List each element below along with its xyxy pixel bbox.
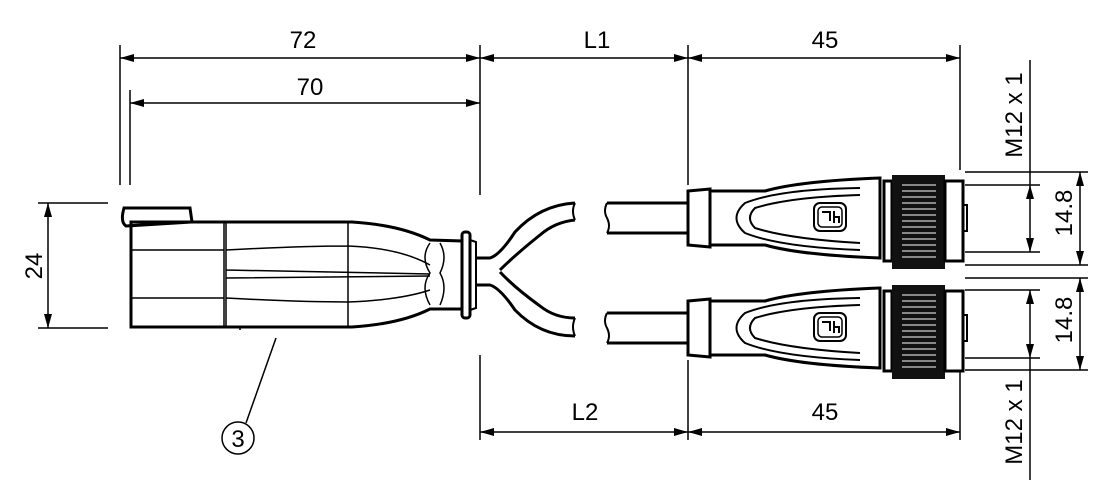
dimension-label: L1 bbox=[584, 27, 611, 54]
dimension-14-8-bottom: 14.8 bbox=[965, 277, 1088, 371]
svg-text:M12 x 1: M12 x 1 bbox=[1001, 72, 1028, 157]
dimension-label: L2 bbox=[572, 399, 599, 426]
dimension-24: 24 bbox=[21, 202, 108, 329]
cable-fork bbox=[476, 201, 576, 338]
dimension-l2: L2 bbox=[480, 399, 688, 436]
dimension-label: 45 bbox=[812, 399, 839, 426]
dimension-45-bottom: 45 bbox=[688, 399, 960, 436]
socket-connector-top bbox=[603, 173, 969, 271]
dimension-72: 72 bbox=[119, 27, 480, 185]
callout-3: 3 bbox=[221, 337, 277, 455]
dimension-l1: L1 bbox=[480, 27, 688, 62]
dimension-label: 72 bbox=[290, 27, 317, 54]
dimension-label: 14.8 bbox=[1051, 190, 1078, 237]
dimension-14-8-top: 14.8 bbox=[965, 171, 1088, 266]
dimension-label: 70 bbox=[297, 74, 324, 101]
svg-text:M12 x 1: M12 x 1 bbox=[1001, 379, 1028, 464]
dimension-45-top: 45 bbox=[688, 27, 960, 62]
thread-label-top: M12 x 1 bbox=[1001, 60, 1031, 185]
socket-connector-bottom bbox=[603, 283, 969, 381]
plug-connector bbox=[120, 206, 477, 330]
dimension-label: 45 bbox=[812, 27, 839, 54]
dimension-label: 14.8 bbox=[1051, 297, 1078, 344]
dimension-70: 70 bbox=[129, 74, 480, 185]
dimension-label: 24 bbox=[21, 253, 48, 280]
callout-number: 3 bbox=[231, 426, 244, 453]
thread-label-bottom: M12 x 1 bbox=[1001, 358, 1031, 480]
